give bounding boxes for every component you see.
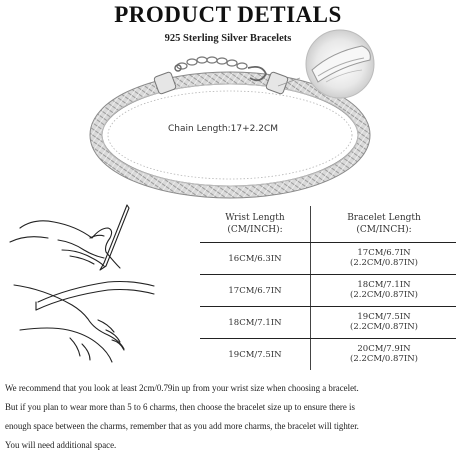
clasp-zoom-detail — [277, 29, 375, 99]
clasp-extender — [153, 56, 289, 95]
bracelet-extender-value: (2.2CM/0.87IN) — [350, 354, 418, 364]
wrist-length-header: Wrist Length (CM/INCH): — [202, 212, 308, 236]
page-subtitle: 925 Sterling Silver Bracelets — [164, 33, 292, 44]
wrist-length-header-line2: (CM/INCH): — [227, 225, 283, 235]
column-divider — [310, 206, 311, 370]
table-row-bracelet: 17CM/6.7IN (2.2CM/0.87IN) — [312, 248, 456, 268]
row-divider — [200, 338, 456, 339]
bracelet-extender-value: (2.2CM/0.87IN) — [350, 290, 418, 300]
table-row-bracelet: 18CM/7.1IN (2.2CM/0.87IN) — [312, 280, 456, 300]
inner-dotted-outline — [107, 90, 353, 180]
table-row-wrist: 18CM/7.1IN — [228, 318, 282, 328]
sizing-notes: We recommend that you look at least 2cm/… — [5, 379, 453, 455]
bracelet-length-value: 17CM/6.7IN — [357, 248, 411, 258]
table-row-bracelet: 20CM/7.9IN (2.2CM/0.87IN) — [312, 344, 456, 364]
sizing-note-line: enough space between the charms, remembe… — [5, 421, 359, 431]
sizing-note-line: We recommend that you look at least 2cm/… — [5, 383, 359, 393]
bracelet-length-header: Bracelet Length (CM/INCH): — [312, 212, 456, 236]
table-row-wrist: 19CM/7.5IN — [228, 350, 282, 360]
chain-length-label: Chain Length:17+2.2CM — [168, 124, 278, 134]
row-divider — [200, 306, 456, 307]
sizing-note-line: But if you plan to wear more than 5 to 6… — [5, 402, 355, 412]
table-row-wrist: 17CM/6.7IN — [228, 286, 282, 296]
table-row-wrist: 16CM/6.3IN — [228, 254, 282, 264]
bracelet-length-header-line1: Bracelet Length — [347, 213, 421, 223]
row-divider — [200, 274, 456, 275]
bracelet-length-value: 19CM/7.5IN — [357, 312, 411, 322]
page-title: PRODUCT DETIALS — [114, 2, 342, 27]
wrist-length-header-line1: Wrist Length — [225, 213, 285, 223]
table-row-bracelet: 19CM/7.5IN (2.2CM/0.87IN) — [312, 312, 456, 332]
bracelet-extender-value: (2.2CM/0.87IN) — [350, 258, 418, 268]
wrist-measuring-drawing — [9, 204, 155, 363]
sizing-note-line: You will need additional space. — [5, 440, 117, 450]
bracelet-extender-value: (2.2CM/0.87IN) — [350, 322, 418, 332]
row-divider — [200, 242, 456, 243]
bracelet-length-header-line2: (CM/INCH): — [356, 225, 412, 235]
bracelet-length-value: 18CM/7.1IN — [357, 280, 411, 290]
bracelet-length-value: 20CM/7.9IN — [357, 344, 411, 354]
snake-chain-ring — [89, 71, 371, 199]
